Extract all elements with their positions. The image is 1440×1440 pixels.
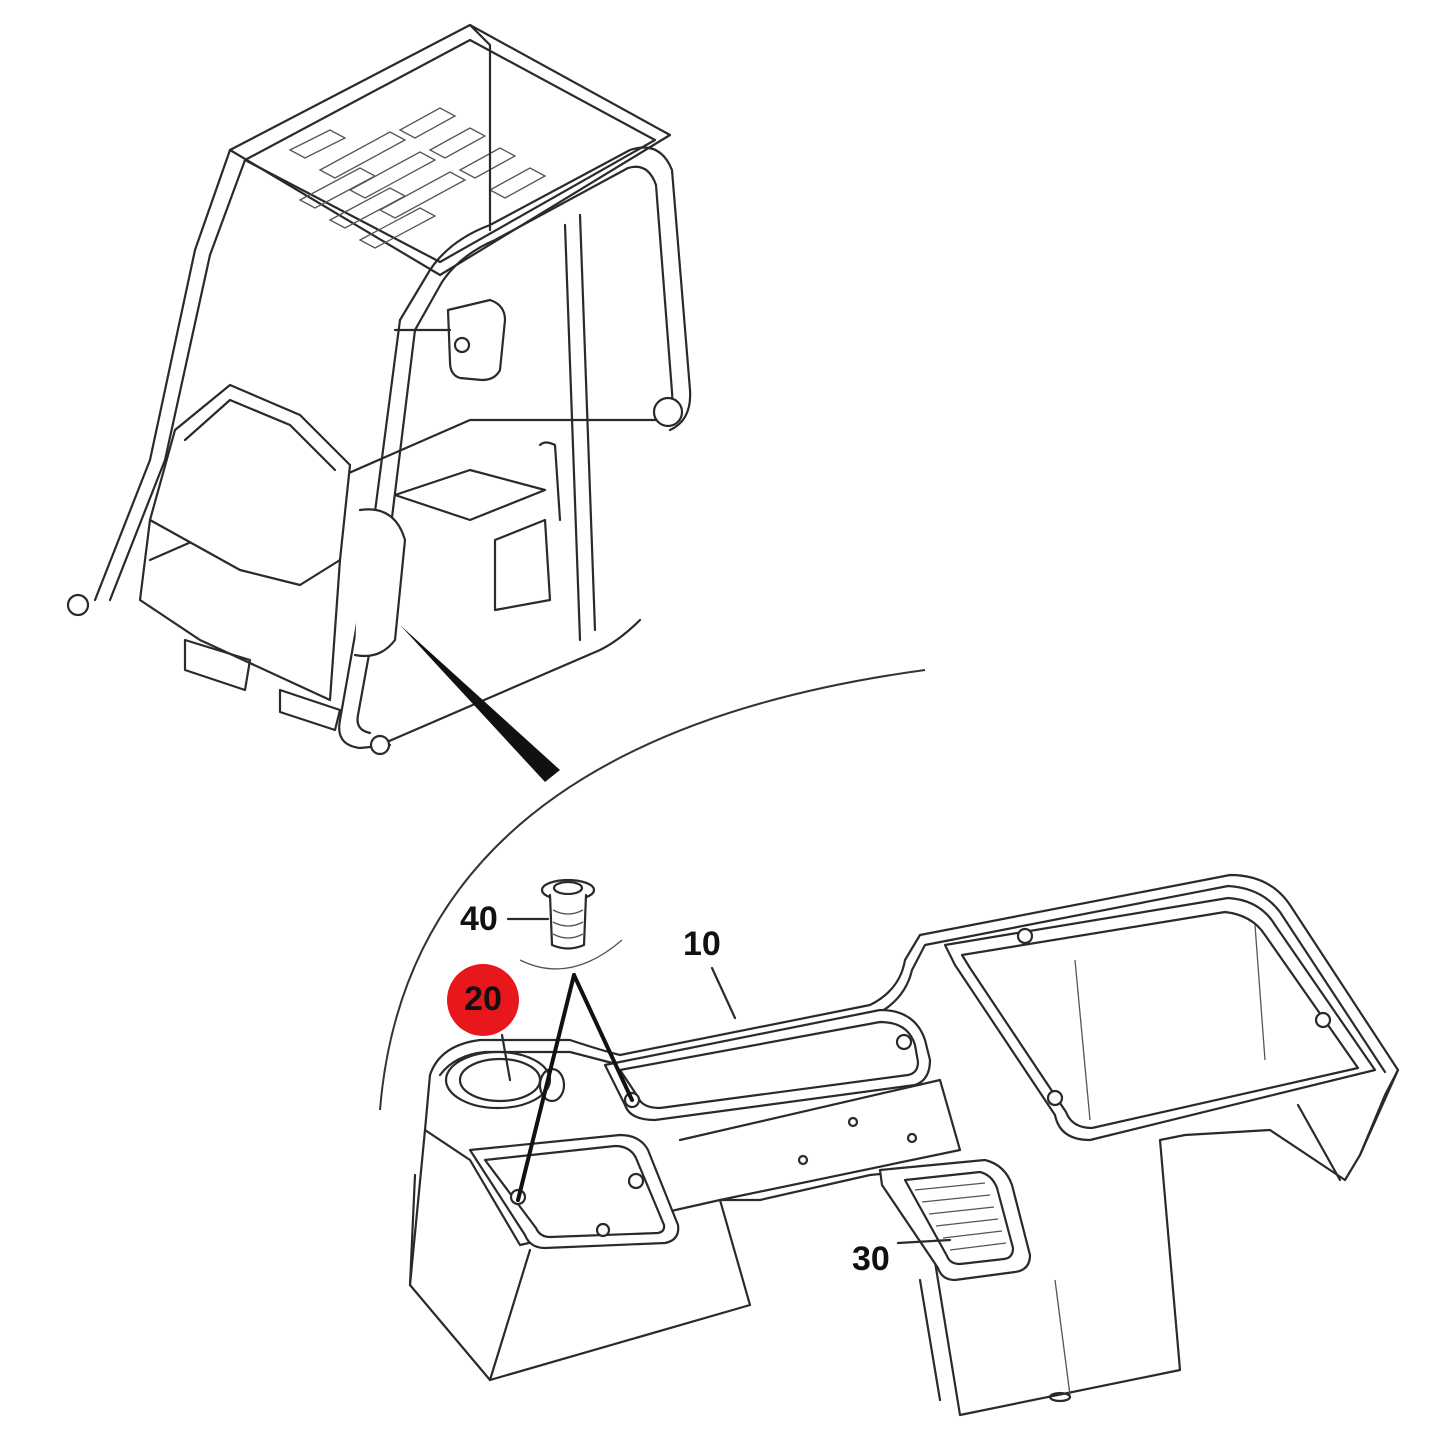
threaded-insert-part [519, 878, 623, 970]
roof-slots [288, 107, 547, 249]
callout-10[interactable]: 10 [683, 925, 721, 963]
callout-40[interactable]: 40 [460, 900, 498, 938]
cab-frame-overview [66, 23, 692, 756]
dash-cover-assembly [408, 873, 1400, 1417]
detail-pointer [400, 625, 560, 782]
detail-view-arc [379, 669, 926, 1111]
callout-20[interactable]: 20 [464, 980, 502, 1018]
callout-20-highlight [447, 964, 519, 1036]
leader-lines [500, 917, 952, 1245]
air-vent-part [878, 1158, 1032, 1282]
callout-30[interactable]: 30 [852, 1240, 890, 1278]
